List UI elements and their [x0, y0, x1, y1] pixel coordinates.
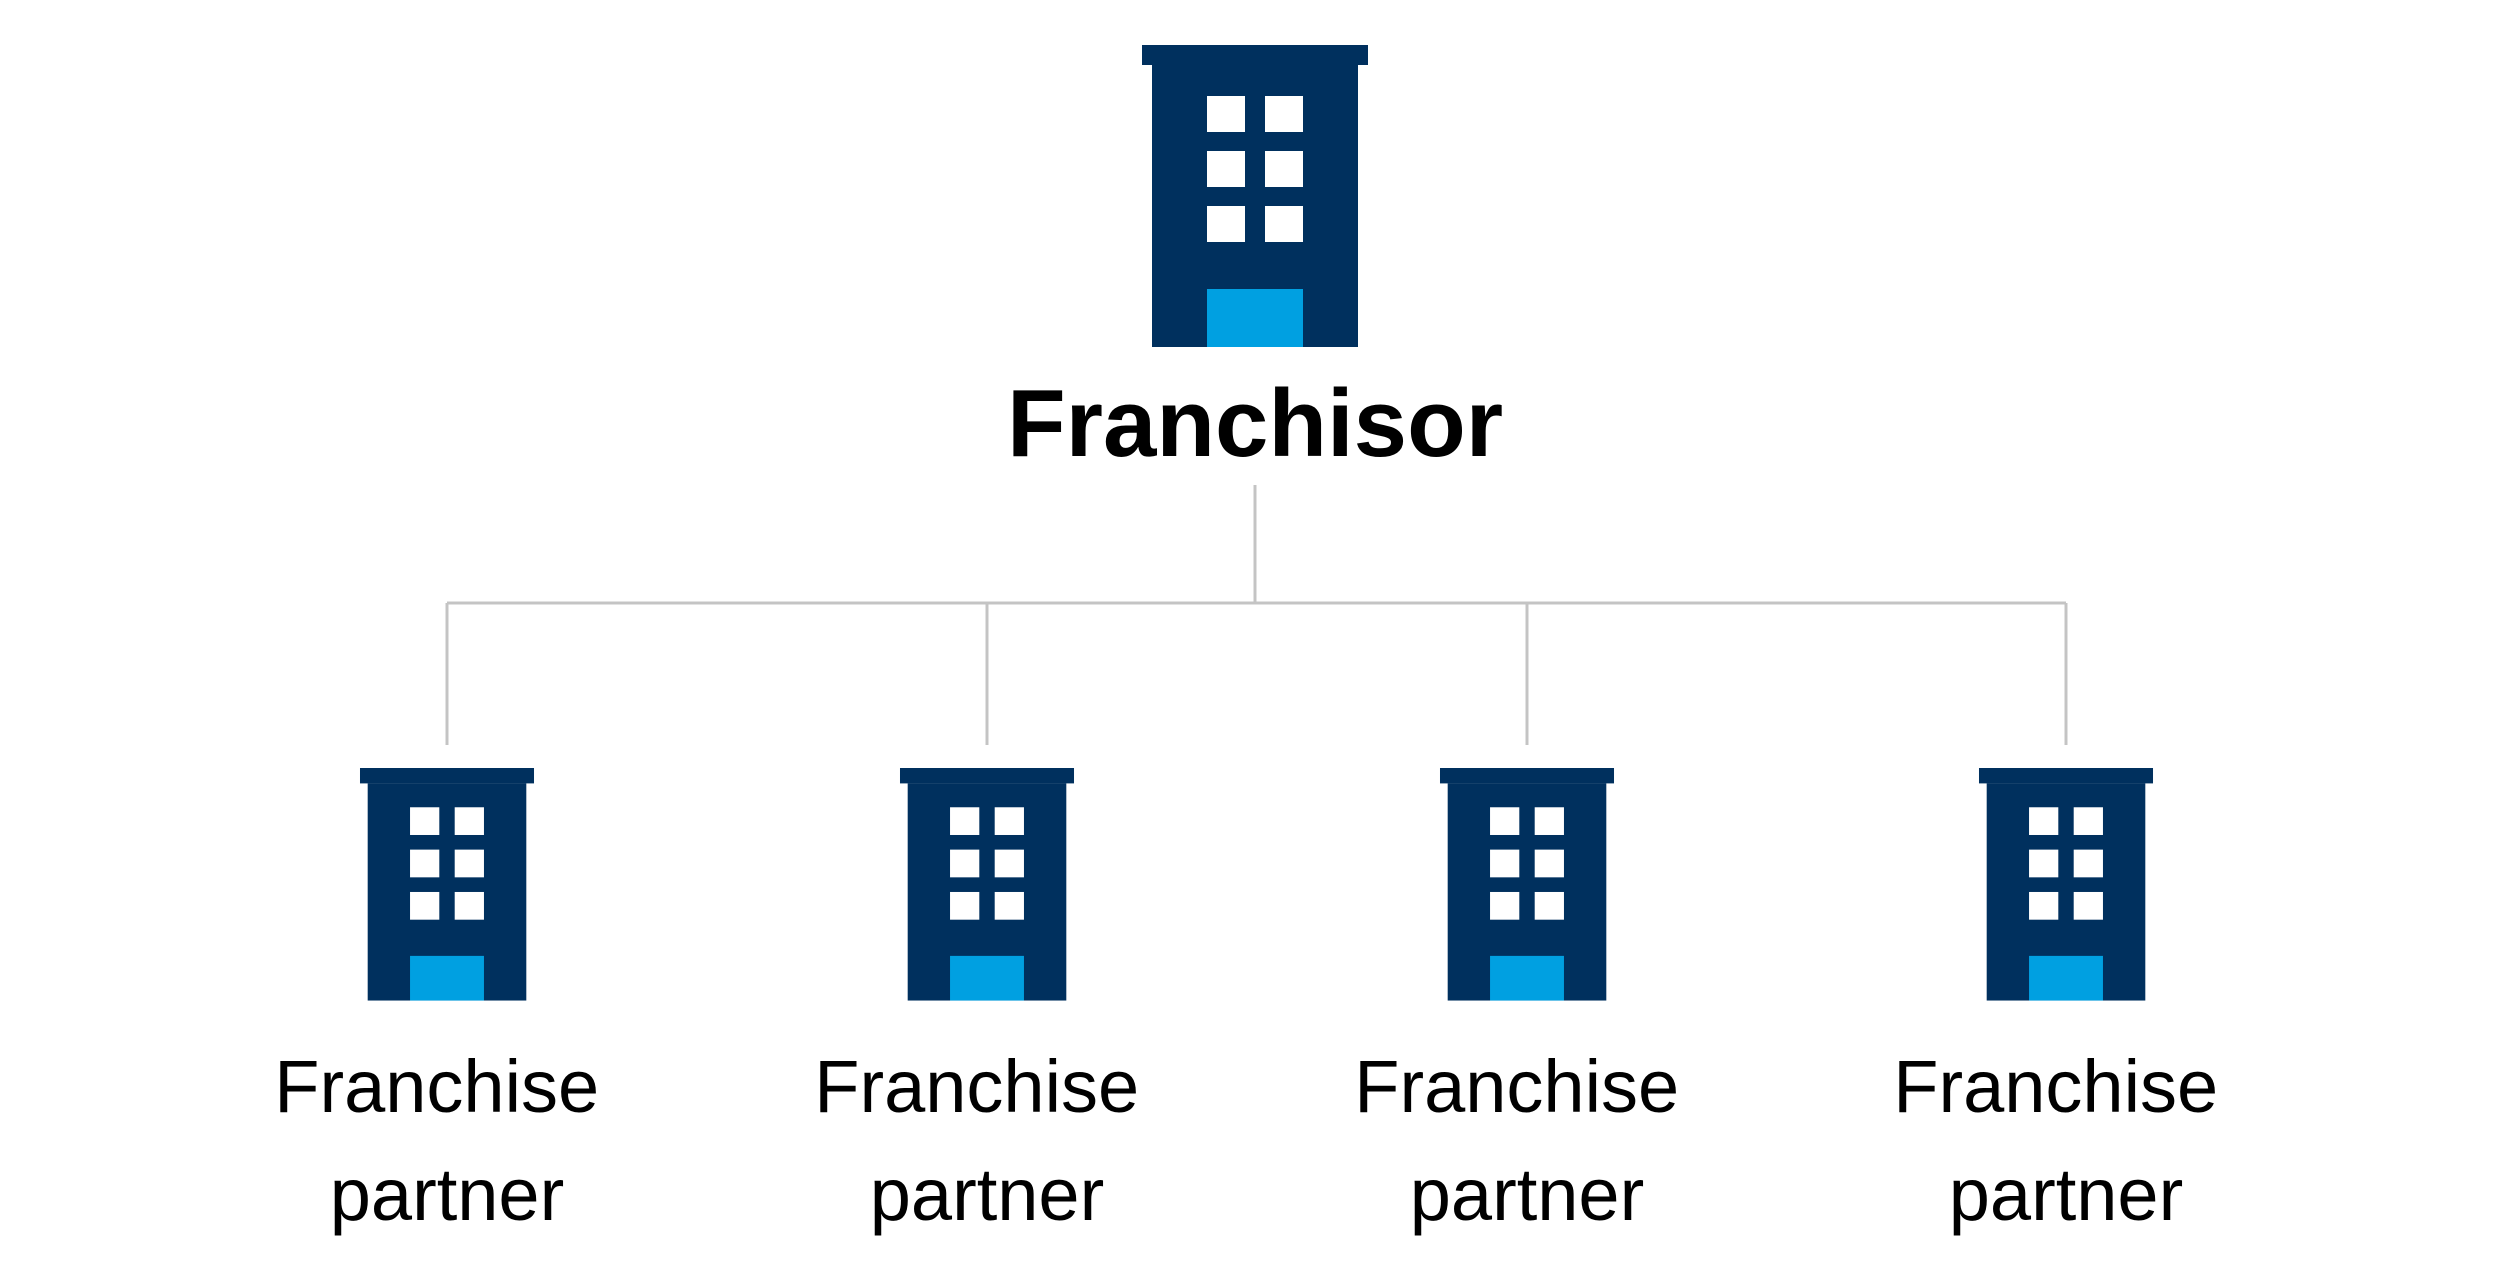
building-icon: [359, 768, 535, 1001]
svg-text:Franchise partner: Franchise partner: [1893, 1045, 2238, 1236]
building-window: [1265, 206, 1303, 242]
building-door: [2029, 955, 2103, 1001]
franchise-partner-node: Franchise partner: [274, 768, 619, 1236]
building-window: [950, 807, 980, 835]
building-window: [994, 807, 1024, 835]
building-door: [1490, 955, 1564, 1001]
franchise-partner-node: Franchise partner: [1893, 768, 2238, 1236]
building-window: [994, 891, 1024, 920]
partner-label-line1: Franchise: [814, 1045, 1139, 1128]
franchisor-label: Franchisor: [1007, 370, 1503, 477]
building-door: [1207, 289, 1303, 347]
building-window: [950, 891, 980, 920]
building-roof: [359, 768, 535, 784]
building-door: [950, 955, 1024, 1001]
partner-label-line1: Franchise: [274, 1045, 599, 1128]
building-icon: [1142, 45, 1368, 347]
building-window: [994, 849, 1024, 878]
building-window: [454, 849, 484, 878]
building-window: [1534, 849, 1564, 878]
partner-label-line2: partner: [330, 1153, 564, 1236]
building-window: [1534, 807, 1564, 835]
building-door: [410, 955, 484, 1001]
partner-label-line1: Franchise: [1893, 1045, 2218, 1128]
building-roof: [1978, 768, 2154, 784]
franchise-partner-node: Franchise partner: [1354, 768, 1699, 1236]
building-window: [1490, 807, 1520, 835]
building-window: [1207, 151, 1245, 187]
svg-text:Franchise partner: Franchise partner: [1354, 1045, 1699, 1236]
building-window: [410, 891, 440, 920]
building-window: [1265, 151, 1303, 187]
building-icon: [1978, 768, 2154, 1001]
partner-label-line2: partner: [870, 1153, 1104, 1236]
connector-lines: [445, 485, 2068, 745]
building-window: [1490, 849, 1520, 878]
svg-text:Franchise partner: Franchise partner: [814, 1045, 1159, 1236]
partner-label-line1: Franchise: [1354, 1045, 1679, 1128]
building-window: [2073, 807, 2103, 835]
building-icon: [899, 768, 1075, 1001]
building-window: [2029, 891, 2059, 920]
building-window: [1265, 96, 1303, 132]
building-window: [2073, 891, 2103, 920]
building-window: [410, 807, 440, 835]
building-icon: [1439, 768, 1615, 1001]
partner-label-line2: partner: [1410, 1153, 1644, 1236]
building-roof: [1142, 45, 1368, 65]
building-window: [1490, 891, 1520, 920]
building-window: [2029, 807, 2059, 835]
svg-text:Franchise partner: Franchise partner: [274, 1045, 619, 1236]
building-window: [454, 891, 484, 920]
building-window: [454, 807, 484, 835]
franchise-partner-node: Franchise partner: [814, 768, 1159, 1236]
partner-label-line2: partner: [1949, 1153, 2183, 1236]
franchisor-node: Franchisor: [1007, 45, 1503, 477]
building-window: [1207, 96, 1245, 132]
building-window: [410, 849, 440, 878]
building-roof: [899, 768, 1075, 784]
building-roof: [1439, 768, 1615, 784]
building-window: [1534, 891, 1564, 920]
building-window: [950, 849, 980, 878]
building-window: [1207, 206, 1245, 242]
building-window: [2073, 849, 2103, 878]
building-window: [2029, 849, 2059, 878]
